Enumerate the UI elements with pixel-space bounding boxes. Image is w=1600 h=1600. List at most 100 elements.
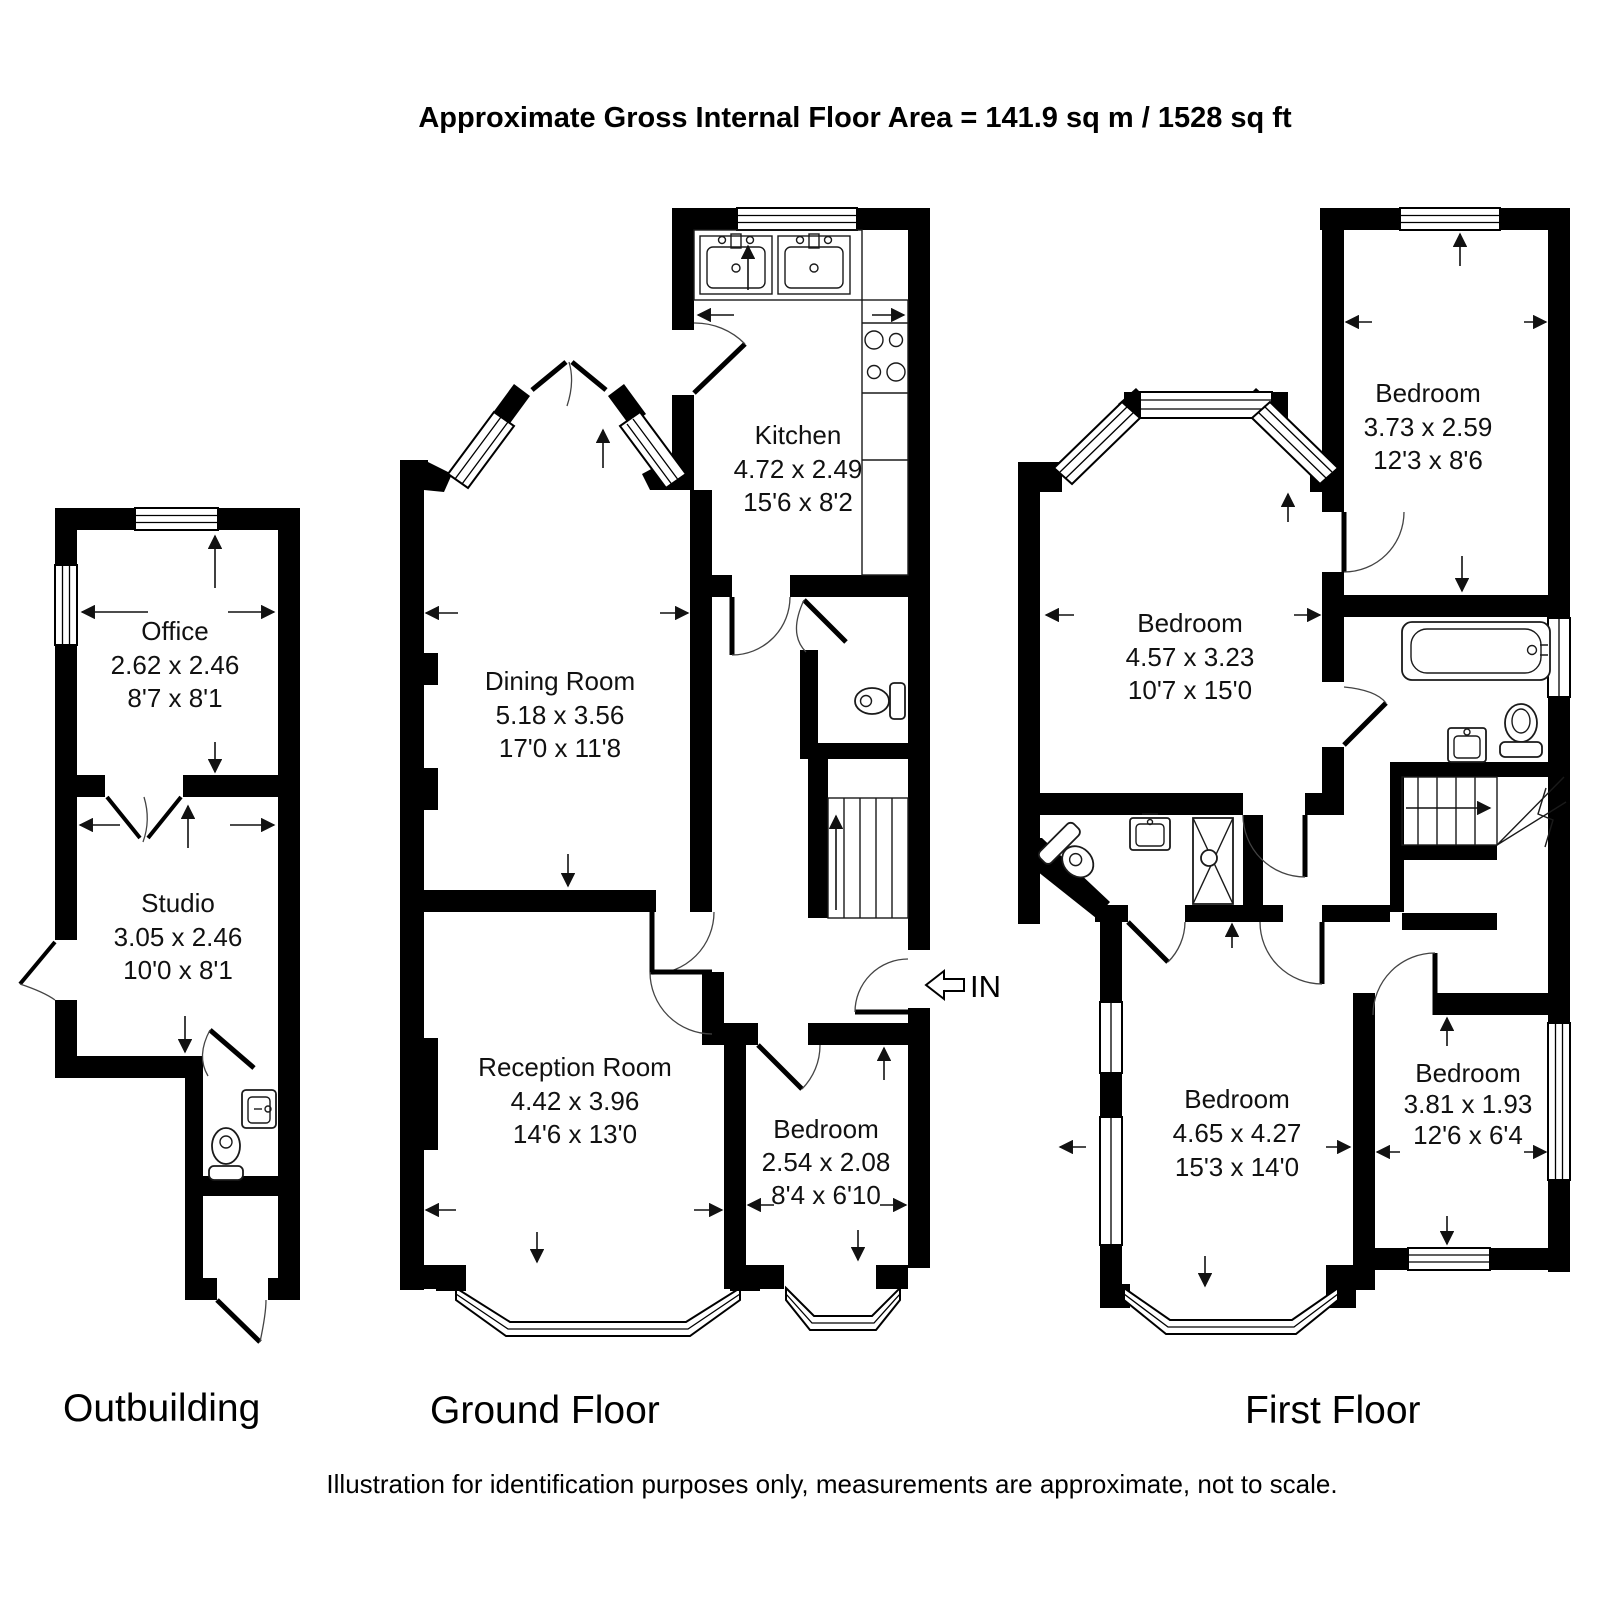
svg-text:Studio: Studio xyxy=(141,888,215,918)
kitchen-room-label: Kitchen 4.72 x 2.49 15'6 x 8'2 xyxy=(734,420,863,517)
studio-wc-door xyxy=(201,1028,256,1077)
front-bedroom-side-windows xyxy=(1099,1001,1123,1246)
entry-label: IN xyxy=(970,969,1001,1004)
bathtub-icon xyxy=(1401,621,1551,681)
svg-text:4.65 x 4.27: 4.65 x 4.27 xyxy=(1173,1118,1302,1148)
wc-door xyxy=(795,598,848,653)
entry-in-marker: IN xyxy=(924,968,1001,1004)
svg-text:12'6 x 6'4: 12'6 x 6'4 xyxy=(1413,1120,1523,1150)
svg-text:Reception Room: Reception Room xyxy=(478,1052,672,1082)
bathroom-toilet-icon xyxy=(1499,703,1543,758)
page-title: Approximate Gross Internal Floor Area = … xyxy=(418,102,1292,134)
middle-bedroom-label: Bedroom 4.57 x 3.23 10'7 x 15'0 xyxy=(1126,608,1255,705)
small-bedroom-side-window xyxy=(1547,1022,1571,1181)
studio-room-label: Studio 3.05 x 2.46 10'0 x 8'1 xyxy=(114,888,243,985)
svg-text:Dining Room: Dining Room xyxy=(485,666,635,696)
ground-bedroom-label: Bedroom 2.54 x 2.08 8'4 x 6'10 xyxy=(762,1114,891,1210)
studio-exterior-door xyxy=(18,940,57,1001)
svg-text:2.54 x 2.08: 2.54 x 2.08 xyxy=(762,1147,891,1177)
front-bedroom-door xyxy=(1259,921,1325,985)
rear-bedroom-label: Bedroom 3.73 x 2.59 12'3 x 8'6 xyxy=(1364,378,1493,475)
office-studio-double-door xyxy=(105,795,183,843)
first-dimension-arrows xyxy=(1044,232,1548,1288)
shower-cubicle-icon xyxy=(1192,817,1234,905)
dining-reception-door xyxy=(649,911,715,975)
svg-text:Kitchen: Kitchen xyxy=(755,420,842,450)
kitchen-door xyxy=(692,322,747,395)
outbuilding-wc-sink-icon xyxy=(241,1089,277,1129)
shower-room-toilet-icon xyxy=(1037,821,1095,879)
first-floor-caption: First Floor xyxy=(1245,1389,1421,1432)
outbuilding-wc-toilet-icon xyxy=(208,1127,244,1181)
disclaimer-text: Illustration for identification purposes… xyxy=(326,1469,1337,1499)
rear-bedroom-door xyxy=(1341,511,1405,573)
bathroom-door xyxy=(1342,686,1388,747)
dining-bay-window xyxy=(424,360,694,492)
svg-text:8'7 x 8'1: 8'7 x 8'1 xyxy=(127,683,222,713)
outbuilding-dimension-arrows xyxy=(78,534,276,1054)
middle-bedroom-bay-window xyxy=(1052,388,1340,486)
shower-room-door xyxy=(1126,920,1186,964)
bathroom-sink-icon xyxy=(1447,727,1487,763)
reception-room-label: Reception Room 4.42 x 3.96 14'6 x 13'0 xyxy=(478,1052,672,1149)
shower-room-sink-icon xyxy=(1129,813,1171,851)
ground-bedroom-door xyxy=(756,1043,821,1091)
svg-text:5.18 x 3.56: 5.18 x 3.56 xyxy=(496,700,625,730)
entry-arrow-icon xyxy=(924,968,965,1002)
svg-text:4.42 x 3.96: 4.42 x 3.96 xyxy=(511,1086,640,1116)
office-top-window xyxy=(134,507,219,531)
hall-reception-door xyxy=(649,969,713,1035)
ground-floor-caption: Ground Floor xyxy=(430,1389,660,1432)
svg-text:Bedroom: Bedroom xyxy=(1375,378,1481,408)
svg-text:15'6 x 8'2: 15'6 x 8'2 xyxy=(743,487,853,517)
small-bedroom-label: Bedroom 3.81 x 1.93 12'6 x 6'4 xyxy=(1404,1058,1533,1150)
svg-text:8'4 x 6'10: 8'4 x 6'10 xyxy=(771,1180,881,1210)
svg-text:Bedroom: Bedroom xyxy=(1415,1058,1521,1088)
svg-text:10'7 x 15'0: 10'7 x 15'0 xyxy=(1128,675,1252,705)
stove-icon xyxy=(864,330,906,382)
svg-text:14'6 x 13'0: 14'6 x 13'0 xyxy=(513,1119,637,1149)
svg-text:15'3 x 14'0: 15'3 x 14'0 xyxy=(1175,1152,1299,1182)
svg-text:12'3 x 8'6: 12'3 x 8'6 xyxy=(1373,445,1483,475)
rear-bedroom-window xyxy=(1399,207,1501,231)
ground-stairs xyxy=(827,797,909,919)
front-bedroom-bay-window xyxy=(1123,1286,1339,1335)
svg-text:3.73 x 2.59: 3.73 x 2.59 xyxy=(1364,412,1493,442)
front-bedroom-label: Bedroom 4.65 x 4.27 15'3 x 14'0 xyxy=(1173,1084,1302,1182)
outbuilding-caption: Outbuilding xyxy=(63,1387,260,1430)
small-bedroom-bottom-window xyxy=(1407,1247,1491,1271)
kitchen-window xyxy=(736,207,858,231)
svg-text:4.57 x 3.23: 4.57 x 3.23 xyxy=(1126,642,1255,672)
outbuilding-exterior-door xyxy=(215,1298,267,1344)
reception-bay-window xyxy=(436,1265,760,1337)
ground-dimension-arrows xyxy=(424,244,908,1264)
small-bedroom-door xyxy=(1372,952,1438,1016)
entry-door xyxy=(854,958,909,1015)
first-floor-plan: Bedroom 3.73 x 2.59 12'3 x 8'6 Bedroom 4… xyxy=(1018,207,1571,1335)
svg-text:17'0 x 11'8: 17'0 x 11'8 xyxy=(499,733,621,763)
ground-wc-toilet-icon xyxy=(854,682,906,720)
hall-kitchen-door xyxy=(729,596,791,656)
svg-text:Bedroom: Bedroom xyxy=(1137,608,1243,638)
svg-text:3.05 x 2.46: 3.05 x 2.46 xyxy=(114,922,243,952)
kitchen-counter xyxy=(693,229,909,576)
svg-text:4.72 x 2.49: 4.72 x 2.49 xyxy=(734,454,863,484)
outbuilding-plan: Office 2.62 x 2.46 8'7 x 8'1 Studio 3.05… xyxy=(18,507,300,1344)
office-left-window xyxy=(54,564,78,646)
dining-room-label: Dining Room 5.18 x 3.56 17'0 x 11'8 xyxy=(485,666,635,763)
ground-floor-walls xyxy=(400,208,930,1290)
kitchen-sink2-icon xyxy=(777,233,851,295)
svg-text:10'0 x 8'1: 10'0 x 8'1 xyxy=(123,955,233,985)
kitchen-sink-icon xyxy=(699,233,773,295)
svg-text:Office: Office xyxy=(141,616,208,646)
svg-text:Bedroom: Bedroom xyxy=(1184,1084,1290,1114)
ground-floor-plan: IN Kitchen 4.72 x 2.49 15'6 x 8'2 Dini xyxy=(400,207,1001,1337)
svg-text:3.81 x 1.93: 3.81 x 1.93 xyxy=(1404,1089,1533,1119)
svg-text:2.62 x 2.46: 2.62 x 2.46 xyxy=(111,650,240,680)
middle-bedroom-door xyxy=(1242,814,1308,878)
first-floor-stairs xyxy=(1401,776,1567,848)
bathroom-window xyxy=(1547,617,1571,698)
ground-bedroom-bay-window xyxy=(785,1285,901,1331)
